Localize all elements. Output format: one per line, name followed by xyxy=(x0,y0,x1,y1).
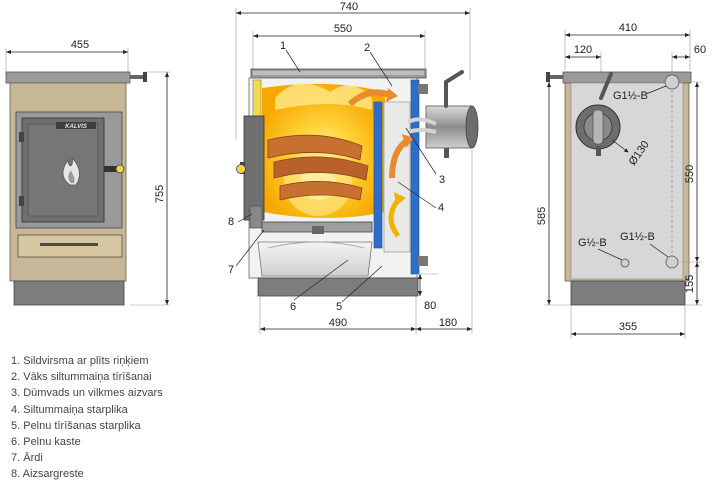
front-view: 455 755 KALVIS xyxy=(5,39,170,306)
svg-text:6: 6 xyxy=(290,301,296,313)
firewood-log xyxy=(273,156,369,181)
callout-1: 1 xyxy=(280,40,301,73)
water-jacket-front xyxy=(373,101,383,249)
rear-low-height-label: 585 xyxy=(536,207,548,225)
rear-damper-lever xyxy=(599,72,613,100)
front-handle-knob xyxy=(143,72,147,82)
rear-width-dimension: 410 xyxy=(564,22,691,70)
drain-connection-label: G½-B xyxy=(578,237,607,249)
section-total-dimension: 740 xyxy=(235,1,471,140)
legend-item: 2. Vāks siltummaiņa tīrīšanai xyxy=(11,371,152,384)
rear-low-height-dimension: 585 xyxy=(536,82,571,306)
legend-item: 7. Ārdi xyxy=(11,452,43,465)
rear-flue-height-dimension: 550 xyxy=(680,81,702,263)
ash-box xyxy=(257,241,373,277)
draught-damper-lever xyxy=(444,70,464,108)
door-knob-icon xyxy=(115,164,125,174)
section-base-label: 490 xyxy=(329,317,347,329)
rear-right-dimension: 60 xyxy=(671,44,706,80)
legend-item: 4. Siltummaiņa starplika xyxy=(11,403,128,416)
svg-text:8: 8 xyxy=(228,216,234,228)
callout-6: 6 xyxy=(290,259,349,313)
legend-item: 8. Aizsargreste xyxy=(11,468,84,481)
svg-text:1: 1 xyxy=(280,40,286,52)
firewood-log xyxy=(267,134,363,161)
section-door-knob-icon xyxy=(236,164,246,174)
drain-connection-fitting xyxy=(620,258,630,268)
bottom-connection-label: G1½-B xyxy=(620,231,655,243)
svg-text:4: 4 xyxy=(438,202,444,214)
bottom-connection-fitting xyxy=(665,255,679,269)
ash-drawer-handle xyxy=(40,243,98,246)
section-flue-height-dimension: 80 xyxy=(416,273,438,312)
svg-text:3: 3 xyxy=(439,174,445,186)
rear-bottom-height-label: 155 xyxy=(684,275,696,293)
flue-passage xyxy=(383,101,411,253)
rear-left-label: 120 xyxy=(574,44,592,56)
rear-width-label: 410 xyxy=(619,22,637,34)
legend-item: 5. Pelnu tīrīšanas starplika xyxy=(11,419,141,432)
legend-item: 1. Sildvirsma ar plīts riņķiem xyxy=(11,355,149,367)
section-flue-height-label: 80 xyxy=(424,300,436,312)
rear-flue-height-label: 550 xyxy=(684,165,696,183)
front-base xyxy=(13,280,125,306)
front-height-dimension: 755 xyxy=(130,71,170,306)
top-connection-label: G1½-B xyxy=(613,90,648,102)
rear-base-width-dimension: 355 xyxy=(570,305,686,339)
front-handle-rod xyxy=(130,75,144,79)
flue-pipe xyxy=(425,105,473,149)
section-flue-offset-label: 180 xyxy=(439,317,457,329)
section-inner-label: 550 xyxy=(334,23,352,35)
front-door-handle xyxy=(104,166,120,172)
front-width-label: 455 xyxy=(71,39,89,51)
section-view: 740 550 xyxy=(228,1,479,334)
guard-grille xyxy=(249,205,263,229)
brand-badge xyxy=(56,122,96,129)
section-fire-door xyxy=(243,115,265,221)
callout-8: 8 xyxy=(228,213,253,228)
callout-2: 2 xyxy=(364,42,393,87)
brand-badge-text: KALVIS xyxy=(65,124,87,130)
legend-item: 6. Pelnu kaste xyxy=(11,436,81,449)
svg-text:5: 5 xyxy=(336,301,342,313)
water-jacket-rear xyxy=(410,79,420,275)
rear-base xyxy=(570,280,686,306)
svg-text:2: 2 xyxy=(364,42,370,54)
rear-bottom-height-dimension: 155 xyxy=(684,262,702,306)
front-width-dimension: 455 xyxy=(5,39,129,72)
rear-base-width-label: 355 xyxy=(619,321,637,333)
callout-5: 5 xyxy=(336,265,383,313)
section-base xyxy=(257,277,419,297)
parts-legend: 1. Sildvirsma ar plīts riņķiem 2. Vāks s… xyxy=(11,353,163,483)
callout-7: 7 xyxy=(228,229,265,276)
firewood-log xyxy=(279,181,363,201)
section-base-dimension: 490 xyxy=(259,296,417,334)
section-total-label: 740 xyxy=(340,1,358,13)
section-flue-offset-dimension: 180 xyxy=(416,150,473,334)
top-connection-fitting xyxy=(664,74,680,90)
svg-text:7: 7 xyxy=(228,264,234,276)
rear-view: 410 120 60 Ø130 xyxy=(536,22,706,339)
legend-item: 3. Dūmvads un vilkmes aizvars xyxy=(11,387,163,400)
front-top-plate xyxy=(5,71,131,84)
rear-right-label: 60 xyxy=(694,44,706,56)
callout-4: 4 xyxy=(397,181,444,214)
callout-3: 3 xyxy=(405,127,445,186)
front-height-label: 755 xyxy=(154,185,166,203)
section-inner-dimension: 550 xyxy=(252,23,426,68)
